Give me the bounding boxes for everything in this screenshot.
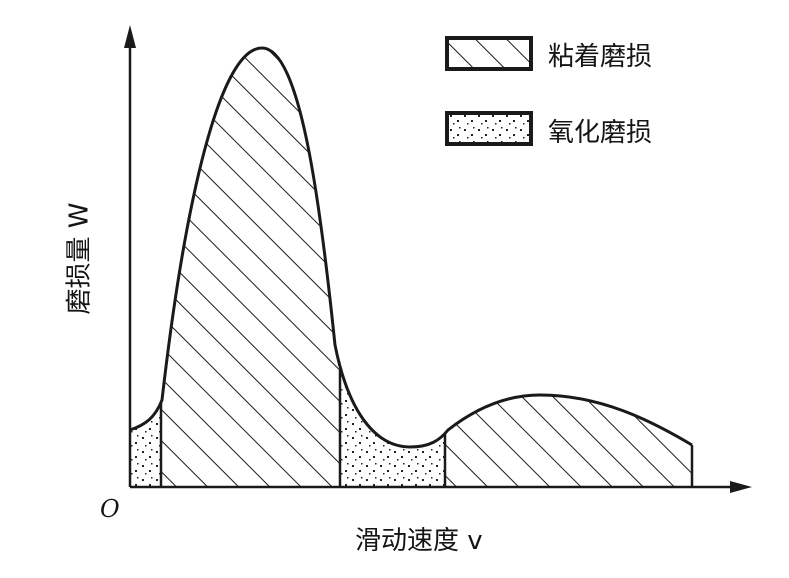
region-dividers: [159, 370, 694, 487]
legend-label-adhesive: 粘着磨损: [548, 42, 653, 72]
region-oxidative-1: [130, 48, 161, 487]
origin-label: O: [100, 495, 120, 523]
legend-swatch-dots: [445, 111, 533, 146]
region-adhesive-1: [161, 48, 340, 487]
x-axis-arrow-icon: [730, 481, 752, 493]
y-axis-arrow-icon: [124, 25, 136, 48]
x-axis-label: 滑动速度 v: [355, 526, 483, 556]
region-adhesive-2: [445, 48, 692, 487]
wear-curve: [129, 46, 693, 449]
legend-swatch-hatch: [445, 36, 533, 71]
y-axis-label: 磨损量 W: [64, 202, 95, 315]
region-oxidative-2: [340, 48, 445, 487]
legend-label-oxidative: 氧化磨损: [548, 118, 653, 148]
